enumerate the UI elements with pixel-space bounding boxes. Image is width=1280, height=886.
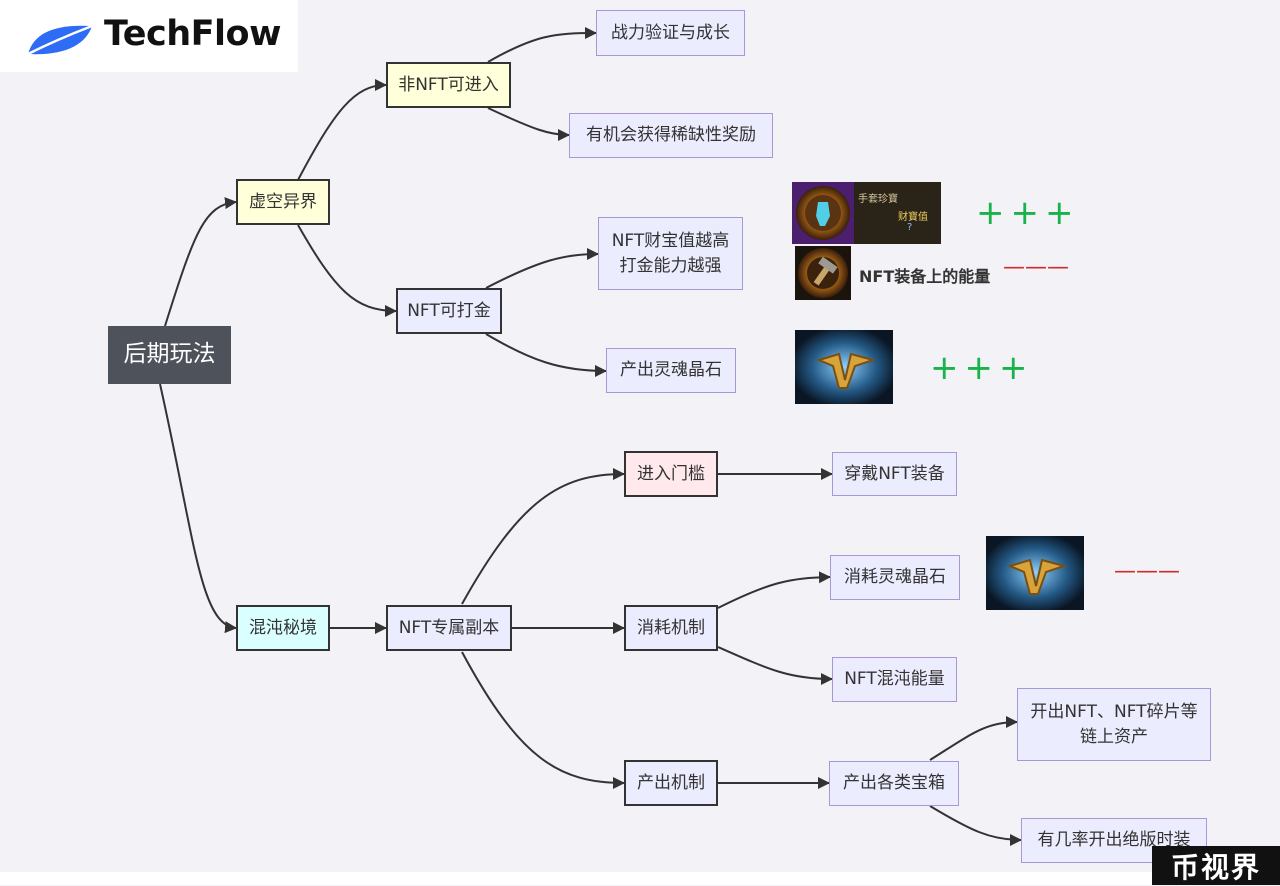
node-open-line2: 链上资产	[1080, 726, 1148, 747]
node-chests: 产出各类宝箱	[829, 761, 959, 806]
node-non-nft-entry: 非NFT可进入	[386, 62, 511, 108]
edge-root-void	[164, 197, 237, 327]
plus-signs-crystal: +++	[930, 348, 1034, 388]
hammer-energy-icon	[798, 248, 848, 298]
node-output-mech: 产出机制	[624, 760, 718, 806]
node-nft-dungeon: NFT专属副本	[386, 605, 512, 651]
edge-chests-skins	[929, 805, 1022, 846]
edge-nonnft-rare	[487, 107, 570, 141]
node-treasure-value: NFT财宝值越高 打金能力越强	[598, 217, 743, 290]
node-rare-reward: 有机会获得稀缺性奖励	[569, 113, 773, 158]
node-void-realm-label: 虚空异界	[249, 191, 317, 212]
soul-crystal-icon	[795, 330, 893, 404]
node-combat-growth: 战力验证与成长	[596, 10, 745, 56]
brand-name: TechFlow	[104, 14, 281, 54]
node-open-line1: 开出NFT、NFT碎片等	[1030, 701, 1198, 722]
edge-dungeon-output	[461, 651, 625, 789]
node-wear-nft-label: 穿戴NFT装备	[844, 463, 945, 484]
node-soul-crystal-output: 产出灵魂晶石	[606, 348, 736, 393]
node-entry-threshold-label: 进入门槛	[637, 463, 705, 484]
node-entry-threshold: 进入门槛	[624, 451, 718, 497]
hammer-energy-card	[795, 246, 851, 300]
edge-chests-open	[929, 716, 1018, 761]
node-non-nft-entry-label: 非NFT可进入	[398, 74, 499, 95]
node-rare-reward-label: 有机会获得稀缺性奖励	[586, 125, 756, 146]
node-consume-crystal-label: 消耗灵魂晶石	[844, 567, 946, 588]
node-chaos-energy-label: NFT混沌能量	[844, 669, 945, 690]
soul-crystal-icon	[986, 536, 1084, 610]
edge-void-nftearn	[297, 224, 397, 317]
edge-nonnft-combat	[487, 27, 597, 63]
node-treasure-line2: 打金能力越强	[619, 255, 722, 276]
node-nft-earn: NFT可打金	[396, 288, 502, 334]
treasure-value-label: 财寶值	[898, 212, 928, 223]
soul-crystal-card	[795, 330, 893, 404]
gauntlet-title: 手套珍寶	[858, 194, 898, 205]
bottom-strip	[0, 872, 1152, 885]
node-chaos-realm-label: 混沌秘境	[249, 617, 317, 638]
gauntlet-treasure-card: 手套珍寶 财寶值 ?	[792, 182, 941, 244]
edge-root-chaos	[159, 383, 237, 634]
root-label: 后期玩法	[123, 341, 216, 368]
treasure-value: ?	[907, 222, 913, 233]
root-node: 后期玩法	[108, 326, 231, 384]
edge-void-nonnft	[297, 79, 387, 181]
plus-signs-treasure: +++	[976, 193, 1080, 233]
node-void-realm: 虚空异界	[236, 179, 330, 225]
node-soul-crystal-output-label: 产出灵魂晶石	[620, 360, 722, 381]
node-consume-mech: 消耗机制	[624, 605, 718, 651]
edge-nftearn-treasure	[485, 248, 599, 289]
edge-consume-energy	[717, 646, 833, 685]
node-chests-label: 产出各类宝箱	[843, 773, 945, 794]
edge-consume-crystal	[717, 571, 831, 609]
node-open-assets: 开出NFT、NFT碎片等 链上资产	[1017, 688, 1211, 761]
node-treasure-line1: NFT财宝值越高	[611, 230, 730, 251]
edge-nftearn-crystal	[485, 333, 607, 377]
node-consume-crystal: 消耗灵魂晶石	[830, 555, 960, 600]
node-combat-growth-label: 战力验证与成长	[611, 22, 730, 43]
minus-signs-energy: ———	[1003, 255, 1069, 280]
node-nft-earn-label: NFT可打金	[407, 300, 491, 321]
node-output-mech-label: 产出机制	[637, 772, 705, 793]
edge-dungeon-entry	[461, 468, 625, 605]
nft-energy-label: NFT装备上的能量	[859, 267, 991, 286]
node-wear-nft: 穿戴NFT装备	[832, 452, 957, 496]
watermark-badge: 币视界	[1152, 846, 1280, 885]
minus-signs-consume: ———	[1114, 559, 1180, 584]
node-skins-label: 有几率开出绝版时装	[1037, 830, 1191, 851]
node-nft-dungeon-label: NFT专属副本	[398, 617, 500, 638]
soul-crystal-card-consume	[986, 536, 1084, 610]
node-chaos-realm: 混沌秘境	[236, 605, 330, 651]
brand-header: TechFlow	[0, 0, 298, 72]
node-chaos-energy: NFT混沌能量	[832, 657, 957, 702]
node-consume-mech-label: 消耗机制	[637, 617, 705, 638]
techflow-logo-icon	[27, 24, 93, 56]
gauntlet-treasure-icon	[792, 182, 854, 244]
